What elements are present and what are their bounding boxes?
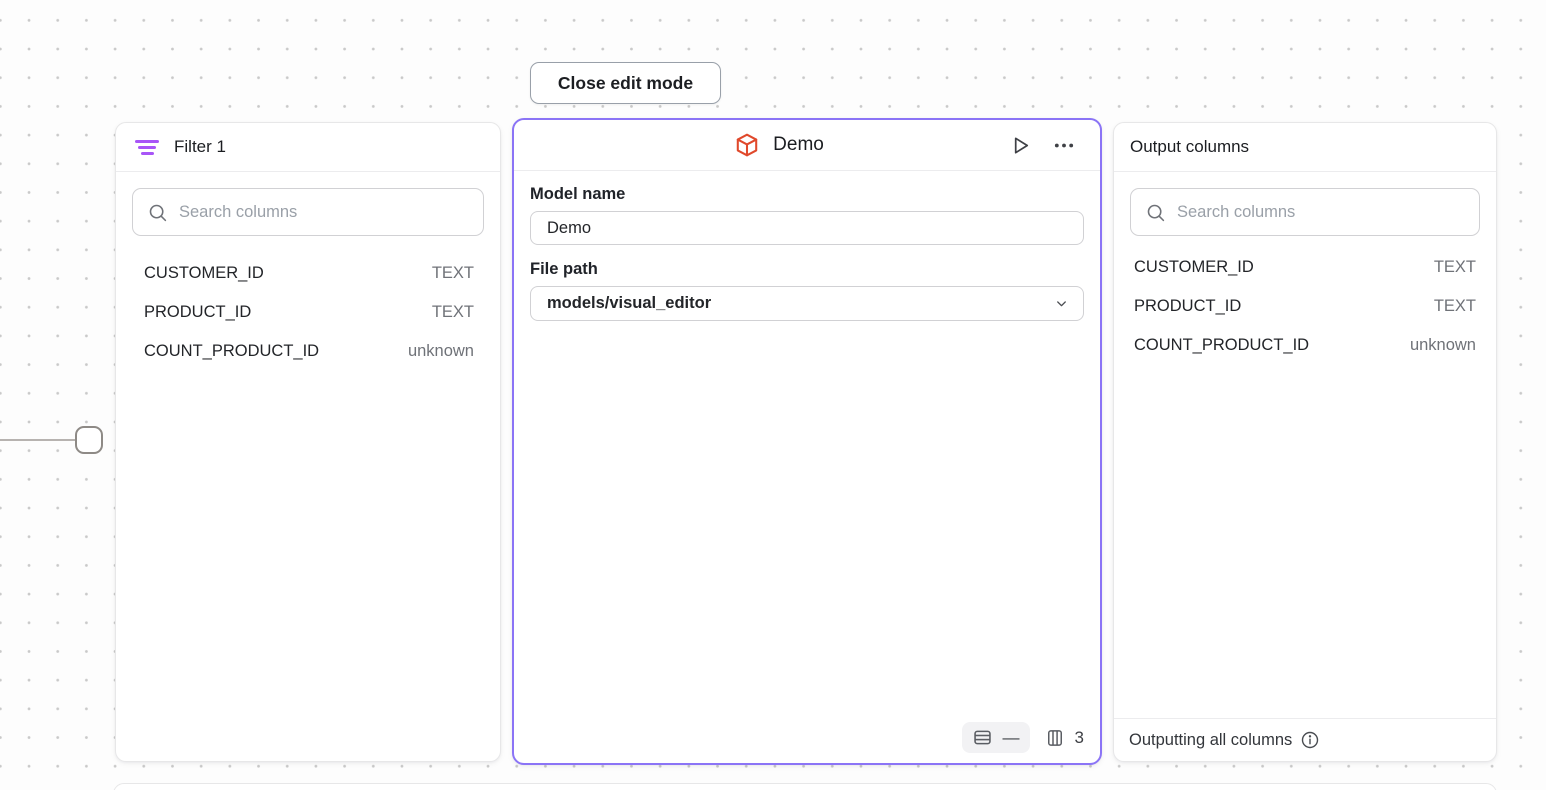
- table-rows-icon: [972, 727, 993, 748]
- column-row[interactable]: COUNT_PRODUCT_ID unknown: [1134, 326, 1476, 365]
- column-row[interactable]: PRODUCT_ID TEXT: [144, 293, 474, 332]
- filter-search-box[interactable]: [132, 188, 484, 236]
- edge-connector-line: [0, 439, 76, 441]
- ellipsis-icon: [1052, 134, 1076, 157]
- filter-search-input[interactable]: [179, 203, 469, 222]
- model-name-label: Model name: [530, 185, 1084, 204]
- column-row[interactable]: PRODUCT_ID TEXT: [1134, 287, 1476, 326]
- filter-column-list: CUSTOMER_ID TEXT PRODUCT_ID TEXT COUNT_P…: [116, 254, 500, 371]
- search-icon: [1145, 202, 1166, 223]
- column-name: PRODUCT_ID: [1134, 297, 1241, 316]
- column-type: TEXT: [1434, 258, 1476, 277]
- filter-panel-title: Filter 1: [174, 137, 226, 157]
- output-columns-panel[interactable]: Output columns CUSTOMER_ID TEXT PRODUCT_…: [1113, 122, 1497, 762]
- table-columns-icon: [1045, 728, 1065, 748]
- row-count-stat[interactable]: —: [962, 722, 1030, 753]
- column-name: COUNT_PRODUCT_ID: [1134, 336, 1309, 355]
- column-type: unknown: [1410, 336, 1476, 355]
- output-footer-text: Outputting all columns: [1129, 731, 1292, 750]
- model-cube-icon: [734, 132, 760, 158]
- close-edit-mode-button[interactable]: Close edit mode: [530, 62, 721, 104]
- search-icon: [147, 202, 168, 223]
- edge-connector-handle[interactable]: [75, 426, 103, 454]
- model-panel-title: Demo: [773, 134, 824, 156]
- column-name: CUSTOMER_ID: [144, 264, 264, 283]
- run-model-button[interactable]: [1007, 132, 1034, 159]
- column-type: TEXT: [432, 303, 474, 322]
- model-panel-stats: — 3: [962, 722, 1084, 753]
- output-panel-footer: Outputting all columns: [1114, 718, 1496, 761]
- output-search-box[interactable]: [1130, 188, 1480, 236]
- column-type: unknown: [408, 342, 474, 361]
- column-row[interactable]: CUSTOMER_ID TEXT: [144, 254, 474, 293]
- output-panel-title: Output columns: [1130, 137, 1249, 157]
- column-name: COUNT_PRODUCT_ID: [144, 342, 319, 361]
- info-icon[interactable]: [1300, 730, 1320, 750]
- model-panel-body: Model name File path models/visual_edito…: [514, 171, 1100, 321]
- more-options-button[interactable]: [1050, 132, 1078, 159]
- column-name: CUSTOMER_ID: [1134, 258, 1254, 277]
- filter-panel-header: Filter 1: [116, 123, 500, 172]
- column-type: TEXT: [1434, 297, 1476, 316]
- column-type: TEXT: [432, 264, 474, 283]
- column-count-value: 3: [1075, 728, 1084, 748]
- column-row[interactable]: CUSTOMER_ID TEXT: [1134, 248, 1476, 287]
- output-column-list: CUSTOMER_ID TEXT PRODUCT_ID TEXT COUNT_P…: [1114, 248, 1496, 365]
- filter-node-panel[interactable]: Filter 1 CUSTOMER_ID TEXT PRODUCT_ID TEX…: [115, 122, 501, 762]
- row-count-value: —: [1003, 728, 1020, 748]
- chevron-down-icon: [1054, 296, 1069, 311]
- model-name-input[interactable]: [530, 211, 1084, 245]
- file-path-select[interactable]: models/visual_editor: [530, 286, 1084, 321]
- column-name: PRODUCT_ID: [144, 303, 251, 322]
- filter-icon: [135, 139, 159, 155]
- results-panel-edge[interactable]: [113, 783, 1497, 790]
- model-panel-header: Demo: [514, 120, 1100, 171]
- output-panel-header: Output columns: [1114, 123, 1496, 172]
- column-count-stat: 3: [1045, 728, 1084, 748]
- file-path-label: File path: [530, 260, 1084, 279]
- output-search-input[interactable]: [1177, 203, 1465, 222]
- file-path-value: models/visual_editor: [547, 294, 711, 313]
- model-node-panel[interactable]: Demo Model name File path mod: [512, 118, 1102, 765]
- column-row[interactable]: COUNT_PRODUCT_ID unknown: [144, 332, 474, 371]
- play-icon: [1009, 134, 1032, 157]
